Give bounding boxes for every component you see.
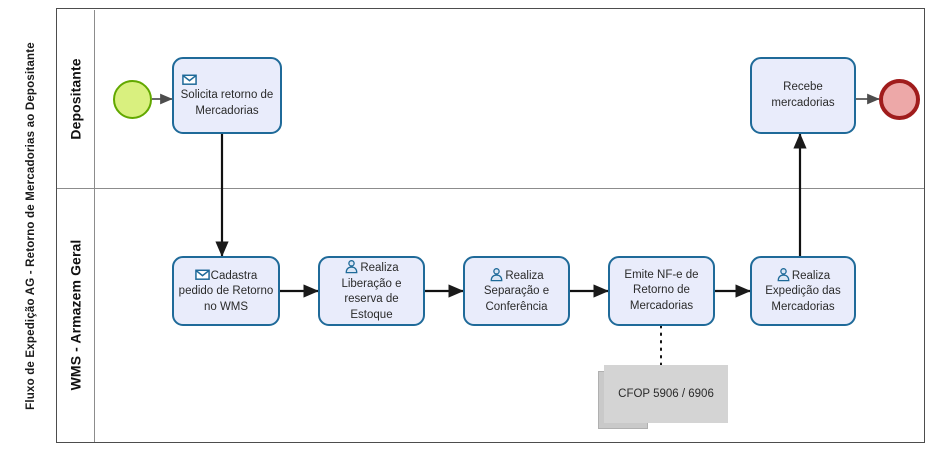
cfop-note-label: CFOP 5906 / 6906 [618, 388, 714, 400]
envelope-icon [182, 72, 197, 87]
pool-title: Fluxo de Expedição AG - Retorno de Merca… [5, 8, 57, 443]
task-realiza-separacao-label: Realiza Separação e Conferência [483, 269, 550, 313]
task-recebe-mercadorias[interactable]: Recebe mercadorias [750, 57, 856, 134]
task-realiza-separacao[interactable]: Realiza Separação e Conferência [463, 256, 570, 326]
envelope-icon [194, 267, 210, 282]
task-realiza-liberacao[interactable]: Realiza Liberação e reserva de Estoque [318, 256, 425, 326]
task-emite-nfe[interactable]: Emite NF-e de Retorno de Mercadorias [608, 256, 715, 326]
task-solicita-retorno-label: Solicita retorno de Mercadorias [180, 89, 274, 117]
task-cadastra-pedido[interactable]: Cadastra pedido de Retorno no WMS [172, 256, 280, 326]
start-event[interactable] [113, 80, 152, 119]
lane-header-depositante: Depositante [57, 9, 95, 188]
cfop-note: CFOP 5906 / 6906 [604, 365, 728, 423]
lane-header-wms: WMS - Armazem Geral [57, 188, 95, 442]
task-cadastra-pedido-label: Cadastra pedido de Retorno no WMS [178, 269, 274, 313]
task-realiza-liberacao-label: Realiza Liberação e reserva de Estoque [341, 262, 402, 321]
user-icon [344, 259, 359, 274]
pool-title-label: Fluxo de Expedição AG - Retorno de Merca… [24, 41, 37, 410]
user-icon [489, 267, 504, 282]
task-realiza-expedicao[interactable]: Realiza Expedição das Mercadorias [750, 256, 856, 326]
lane-label-wms: WMS - Armazem Geral [67, 239, 84, 391]
task-realiza-expedicao-label: Realiza Expedição das Mercadorias [765, 269, 841, 313]
lane-label-depositante: Depositante [67, 57, 84, 140]
user-icon [776, 267, 791, 282]
task-solicita-retorno[interactable]: Solicita retorno de Mercadorias [172, 57, 282, 134]
task-recebe-mercadorias-label: Recebe mercadorias [771, 81, 835, 109]
task-emite-nfe-label: Emite NF-e de Retorno de Mercadorias [624, 268, 699, 312]
end-event[interactable] [879, 79, 920, 120]
